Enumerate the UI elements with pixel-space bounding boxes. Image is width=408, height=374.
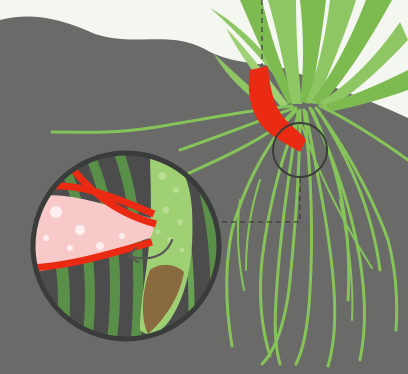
root-tube-diagram — [0, 0, 408, 374]
